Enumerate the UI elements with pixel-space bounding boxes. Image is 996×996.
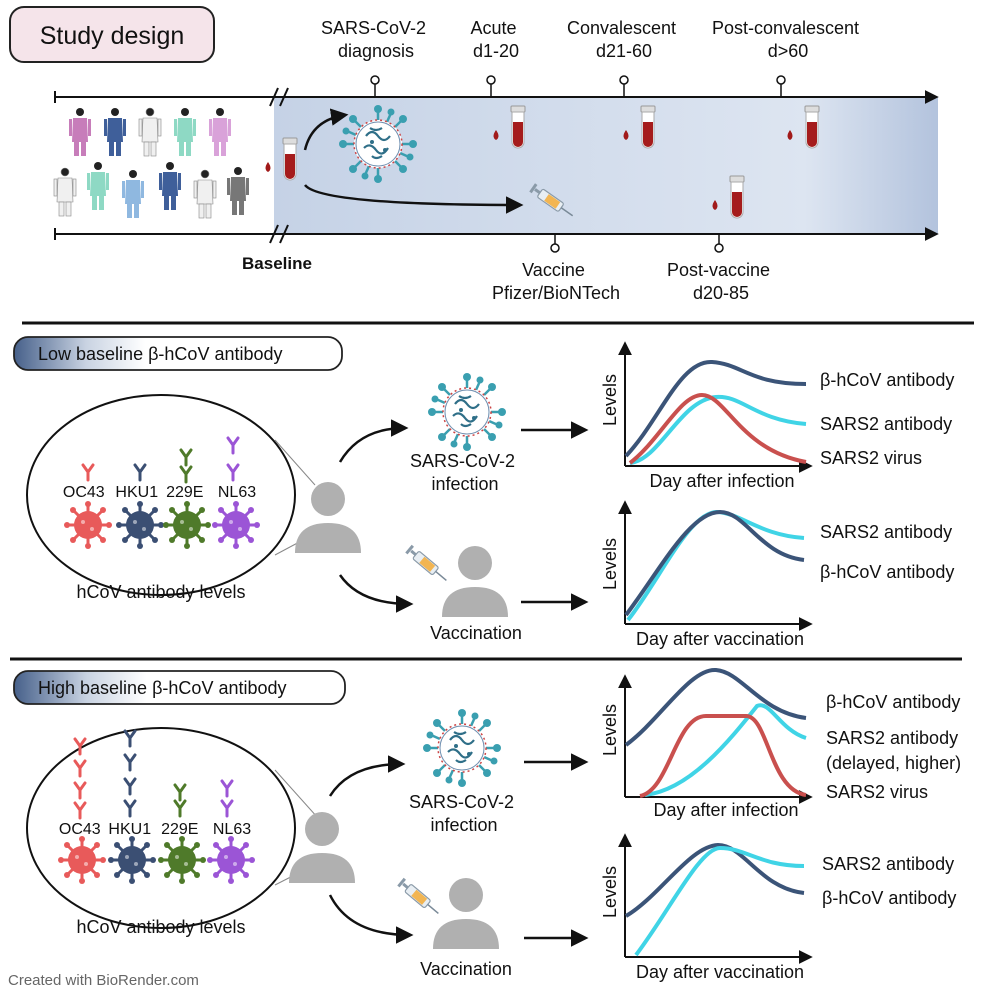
nl63-virus-icon xyxy=(210,499,262,551)
high-infection-virus-icon xyxy=(421,707,503,789)
label-acute: Acute d1-20 xyxy=(470,18,521,61)
high-vac-beta-antibody-line xyxy=(624,842,805,918)
high-hku1-virus-icon xyxy=(106,834,158,886)
oc43-virus-icon xyxy=(62,499,114,551)
low-vac-xlabel: Day after vaccination xyxy=(636,629,804,649)
high-arrow-vaccination xyxy=(328,894,414,944)
study-design-title: Study design xyxy=(40,22,185,50)
high-inf-beta-antibody-line xyxy=(624,667,807,747)
low-syringe-icon xyxy=(404,544,452,586)
high-infection-label: SARS-CoV-2 infection xyxy=(409,792,519,835)
low-baseline-title: Low baseline β-hCoV antibody xyxy=(38,344,283,364)
high-infection-chart xyxy=(618,667,813,804)
229e-virus-icon xyxy=(161,499,213,551)
hku1-virus-icon xyxy=(114,499,166,551)
low-baseline-pill xyxy=(13,336,343,371)
credit-text: Created with BioRender.com xyxy=(8,972,199,989)
arrow-to-vaccine xyxy=(304,184,524,214)
label-post-convalescent: Post-convalescent d>60 xyxy=(712,18,864,61)
low-vaccination-chart xyxy=(618,500,813,631)
low-antibody-ellipse xyxy=(26,394,296,596)
high-vac-ylabel: Levels xyxy=(600,866,620,918)
high-inf-series-sars2-virus: SARS2 virus xyxy=(826,782,928,802)
axis-break-bottom xyxy=(269,224,289,244)
low-inf-series-sars2-virus: SARS2 virus xyxy=(820,448,922,468)
high-arrow-infection xyxy=(328,755,406,797)
label-post-vaccine: Post-vaccine d20-85 xyxy=(667,260,775,303)
title-box xyxy=(9,6,215,63)
low-arrow-vaccination xyxy=(338,574,414,613)
timepoint-markers xyxy=(370,75,786,253)
low-vac-ylabel: Levels xyxy=(600,538,620,590)
low-vac-sars2-antibody-line xyxy=(626,509,805,622)
high-strain-labels: OC43 HKU1 229E NL63 xyxy=(59,821,251,838)
high-oc43-virus-icon xyxy=(56,834,108,886)
label-baseline: Baseline xyxy=(242,254,312,273)
high-vaccination-label: Vaccination xyxy=(420,959,512,979)
label-diagnosis: SARS-CoV-2 diagnosis xyxy=(321,18,431,61)
low-inf-series-sars2-antibody: SARS2 antibody xyxy=(820,414,952,434)
high-229e-virus-icon xyxy=(156,834,208,886)
high-vac-series-beta: β-hCoV antibody xyxy=(822,888,956,908)
low-inf-series-beta: β-hCoV antibody xyxy=(820,370,954,390)
label-convalescent: Convalescent d21-60 xyxy=(567,18,681,61)
low-vac-beta-antibody-line xyxy=(624,509,805,617)
high-antibody-ellipse xyxy=(26,727,296,929)
high-vac-xlabel: Day after vaccination xyxy=(636,962,804,982)
low-arrow-infection xyxy=(338,419,409,463)
high-inf-sars2-virus-line xyxy=(639,714,807,798)
high-vaccinee-icon xyxy=(433,878,499,949)
high-inf-ylabel: Levels xyxy=(600,704,620,756)
high-vaccination-chart xyxy=(618,833,813,964)
high-vac-sars2-antibody-line xyxy=(634,845,805,957)
high-inf-series-delayed: (delayed, higher) xyxy=(826,753,961,773)
high-baseline-title: High baseline β-hCoV antibody xyxy=(38,678,287,698)
high-inf-sars2-antibody-line xyxy=(644,703,807,797)
low-infection-virus-icon xyxy=(426,371,508,453)
low-inf-beta-antibody-line xyxy=(624,359,807,458)
low-inf-xlabel: Day after infection xyxy=(649,471,794,491)
low-inf-ylabel: Levels xyxy=(600,374,620,426)
high-inf-series-beta: β-hCoV antibody xyxy=(826,692,960,712)
high-baseline-pill xyxy=(13,670,346,705)
low-vac-series-sars2-antibody: SARS2 antibody xyxy=(820,522,952,542)
low-inf-sars2-virus-line xyxy=(628,392,807,465)
high-inf-xlabel: Day after infection xyxy=(653,800,798,820)
low-infection-chart xyxy=(618,341,813,473)
high-inf-series-sars2-antibody: SARS2 antibody xyxy=(826,728,958,748)
healthcare-workers-group xyxy=(53,107,249,219)
low-strain-labels: OC43 HKU1 229E NL63 xyxy=(63,484,256,501)
low-vaccination-label: Vaccination xyxy=(430,623,522,643)
low-inf-sars2-antibody-line xyxy=(629,394,807,465)
arrow-to-infection xyxy=(303,108,349,151)
low-caption: hCoV antibody levels xyxy=(76,582,245,602)
high-caption: hCoV antibody levels xyxy=(76,917,245,937)
high-vac-series-sars2-antibody: SARS2 antibody xyxy=(822,854,954,874)
sars-cov-2-virus-icon xyxy=(337,103,419,185)
low-vac-series-beta: β-hCoV antibody xyxy=(820,562,954,582)
low-vaccinee-icon xyxy=(442,546,508,617)
label-vaccine: Vaccine Pfizer/BioNTech xyxy=(492,260,620,303)
high-syringe-icon xyxy=(396,877,444,919)
axis-break-top xyxy=(269,87,289,107)
low-infection-label: SARS-CoV-2 infection xyxy=(410,451,520,494)
high-nl63-virus-icon xyxy=(205,834,257,886)
high-person-icon xyxy=(289,812,355,883)
low-person-icon xyxy=(295,482,361,553)
